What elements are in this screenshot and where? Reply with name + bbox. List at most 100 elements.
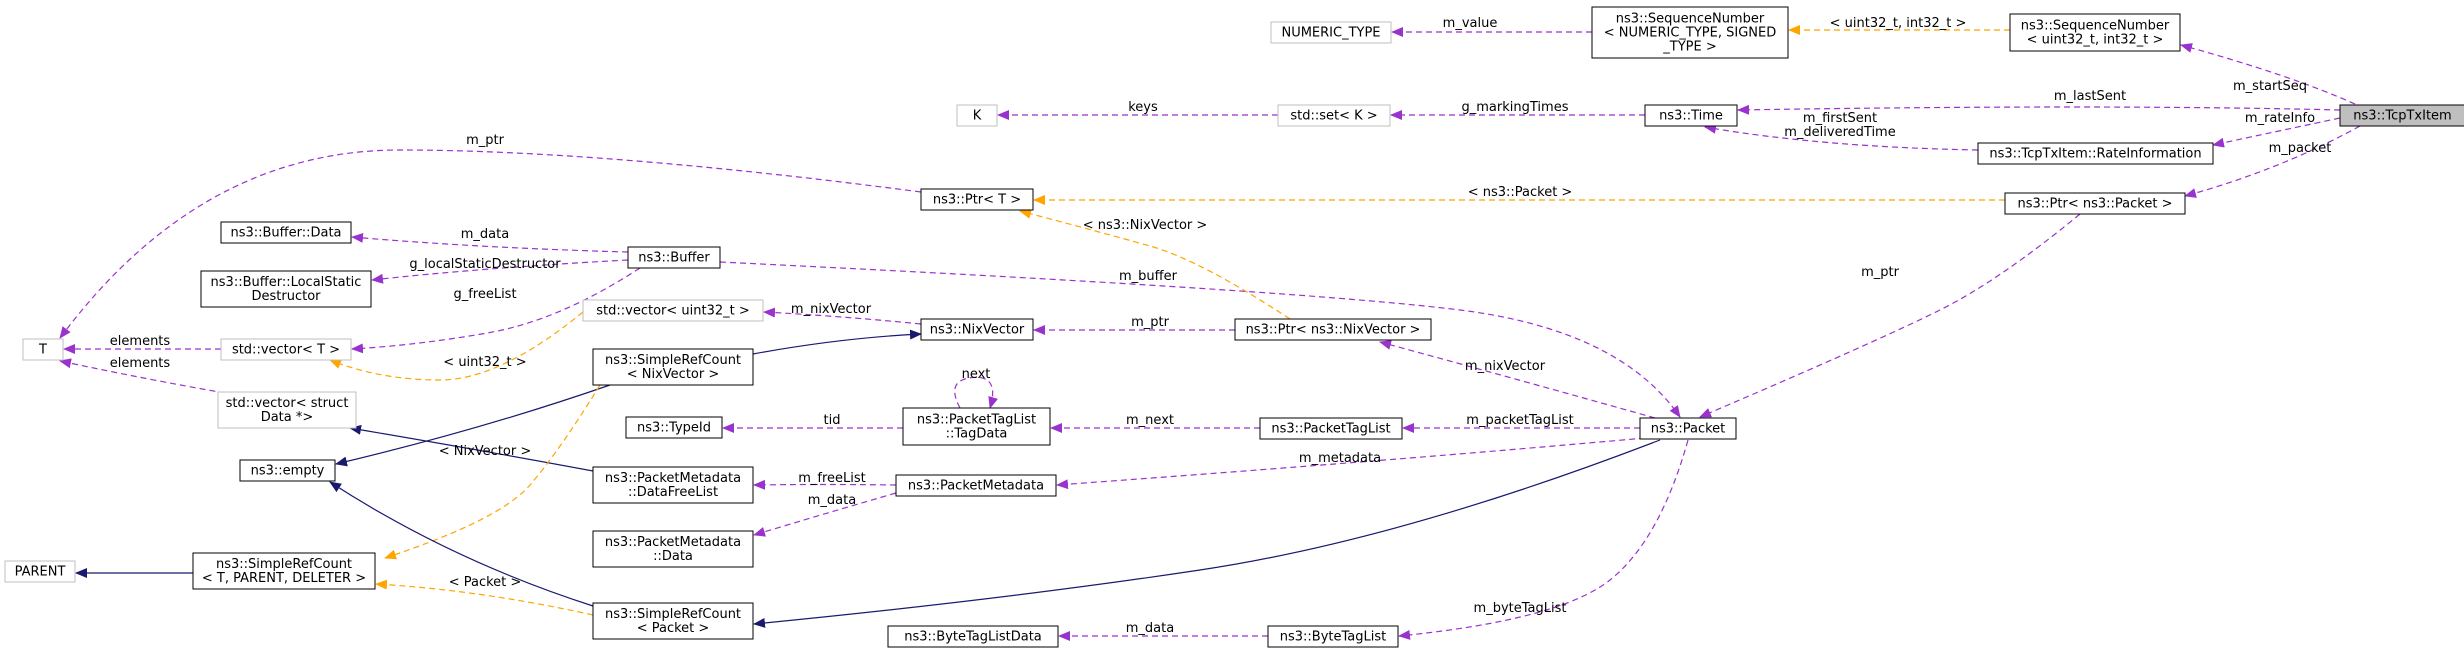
edge-packet-ptr (1699, 213, 2081, 418)
node-box[interactable] (239, 459, 336, 482)
node-box[interactable] (4, 560, 76, 583)
node-k[interactable]: K (956, 104, 998, 127)
node-pm-data[interactable]: ns3::PacketMetadata::Data (592, 530, 754, 568)
node-label: ns3::Buffer::LocalStatic (211, 275, 362, 290)
node-box[interactable] (1267, 625, 1399, 648)
node-rateinfo[interactable]: ns3::TcpTxItem::RateInformation (1977, 142, 2214, 165)
node-bytetaglistdata[interactable]: ns3::ByteTagListData (887, 625, 1059, 648)
node-box[interactable] (2009, 13, 2181, 52)
node-box[interactable] (592, 602, 754, 640)
node-ptr-packet[interactable]: ns3::Ptr< ns3::Packet > (2004, 192, 2186, 215)
edge-label: m_data (808, 493, 856, 508)
node-seqnum-tmpl[interactable]: ns3::SequenceNumber< NUMERIC_TYPE, SIGNE… (1591, 6, 1789, 59)
node-box[interactable] (582, 299, 764, 322)
node-parent[interactable]: PARENT (4, 560, 76, 583)
node-box[interactable] (192, 552, 376, 590)
node-label: ::DataFreeList (628, 485, 718, 500)
node-srefcount-nix[interactable]: ns3::SimpleRefCount< NixVector > (592, 348, 754, 386)
edge-label: next (962, 367, 991, 382)
node-tcptxitem[interactable]: ns3::TcpTxItem (2339, 104, 2464, 127)
edge-label: m_metadata (1299, 451, 1381, 466)
node-vector-uint32[interactable]: std::vector< uint32_t > (582, 299, 764, 322)
node-box[interactable] (920, 318, 1034, 341)
edge-label: g_freeList (453, 287, 516, 302)
node-label: ns3::SimpleRefCount (605, 353, 741, 368)
node-label: Data *> (261, 410, 314, 425)
edge-label: m_nixVector (791, 302, 872, 317)
node-box[interactable] (1644, 104, 1738, 127)
node-t[interactable]: T (22, 338, 64, 361)
node-box[interactable] (887, 625, 1059, 648)
edge-label: tid (824, 413, 841, 428)
node-box[interactable] (1277, 104, 1391, 127)
node-box[interactable] (592, 466, 754, 504)
node-srefcount-tpd[interactable]: ns3::SimpleRefCount< T, PARENT, DELETER … (192, 552, 376, 590)
node-label: Destructor (251, 289, 321, 304)
node-pm-dfl[interactable]: ns3::PacketMetadata::DataFreeList (592, 466, 754, 504)
node-box[interactable] (1234, 318, 1432, 341)
node-box[interactable] (956, 104, 998, 127)
node-box[interactable] (920, 188, 1034, 211)
edge-label: m_ptr (1131, 315, 1170, 330)
edge-mfreelist (753, 479, 897, 490)
edge-buffer-packet (719, 261, 1681, 418)
edge-label: g_localStaticDestructor (409, 257, 561, 272)
node-srefcount-packet[interactable]: ns3::SimpleRefCount< Packet > (592, 602, 754, 640)
node-box[interactable] (2339, 104, 2464, 127)
node-packet[interactable]: ns3::Packet (1639, 417, 1737, 440)
node-box[interactable] (592, 348, 754, 386)
node-label: NUMERIC_TYPE (1281, 26, 1380, 41)
node-empty[interactable]: ns3::empty (239, 459, 336, 482)
edge-label: < Packet > (449, 575, 522, 590)
node-set-k[interactable]: std::set< K > (1277, 104, 1391, 127)
node-label: std::vector< T > (232, 343, 340, 358)
node-box[interactable] (217, 391, 357, 429)
edge-label: m_rateInfo (2245, 111, 2315, 126)
node-tagdata[interactable]: ns3::PacketTagList::TagData (902, 407, 1051, 446)
node-packetmetadata[interactable]: ns3::PacketMetadata (895, 474, 1057, 497)
node-seqnum[interactable]: ns3::SequenceNumber< uint32_t, int32_t > (2009, 13, 2181, 52)
node-buffer-data[interactable]: ns3::Buffer::Data (220, 221, 352, 244)
node-typeid[interactable]: ns3::TypeId (625, 416, 723, 439)
edge-label: m_deliveredTime (1784, 125, 1895, 140)
node-time[interactable]: ns3::Time (1644, 104, 1738, 127)
node-ptr-nixvector[interactable]: ns3::Ptr< ns3::NixVector > (1234, 318, 1432, 341)
node-box[interactable] (1591, 6, 1789, 59)
node-label: std::vector< struct (226, 396, 349, 411)
node-packettaglist[interactable]: ns3::PacketTagList (1259, 417, 1403, 440)
edge-rateinfo (2212, 117, 2341, 148)
node-label: std::set< K > (1290, 109, 1377, 124)
node-label: T (38, 343, 47, 358)
node-box[interactable] (1639, 417, 1737, 440)
node-box[interactable] (1270, 21, 1392, 44)
node-box[interactable] (2004, 192, 2186, 215)
node-box[interactable] (1977, 142, 2214, 165)
node-box[interactable] (902, 407, 1051, 446)
node-box[interactable] (220, 338, 352, 361)
node-numeric-type[interactable]: NUMERIC_TYPE (1270, 21, 1392, 44)
edge-srefpacket-tmpl (375, 579, 594, 616)
node-nixvector[interactable]: ns3::NixVector (920, 318, 1034, 341)
edge-metadata (1056, 437, 1646, 490)
node-buffer[interactable]: ns3::Buffer (627, 246, 721, 269)
node-box[interactable] (627, 246, 721, 269)
node-box[interactable] (592, 530, 754, 568)
node-box[interactable] (1259, 417, 1403, 440)
edge-vec-uint32 (329, 311, 584, 381)
node-label: std::vector< uint32_t > (596, 304, 750, 319)
edge-label: m_packetTagList (1466, 413, 1573, 428)
node-ptr-t[interactable]: ns3::Ptr< T > (920, 188, 1034, 211)
node-box[interactable] (895, 474, 1057, 497)
nodes-layer: ns3::TcpTxItem ns3::SequenceNumber< NUMER… (4, 6, 2464, 648)
node-box[interactable] (22, 338, 64, 361)
node-vector-t[interactable]: std::vector< T > (220, 338, 352, 361)
node-box[interactable] (220, 221, 352, 244)
edge-label: g_markingTimes (1462, 100, 1569, 115)
node-box[interactable] (200, 270, 372, 308)
edge-inh-empty2 (329, 481, 594, 607)
node-bytetaglist[interactable]: ns3::ByteTagList (1267, 625, 1399, 648)
node-box[interactable] (625, 416, 723, 439)
